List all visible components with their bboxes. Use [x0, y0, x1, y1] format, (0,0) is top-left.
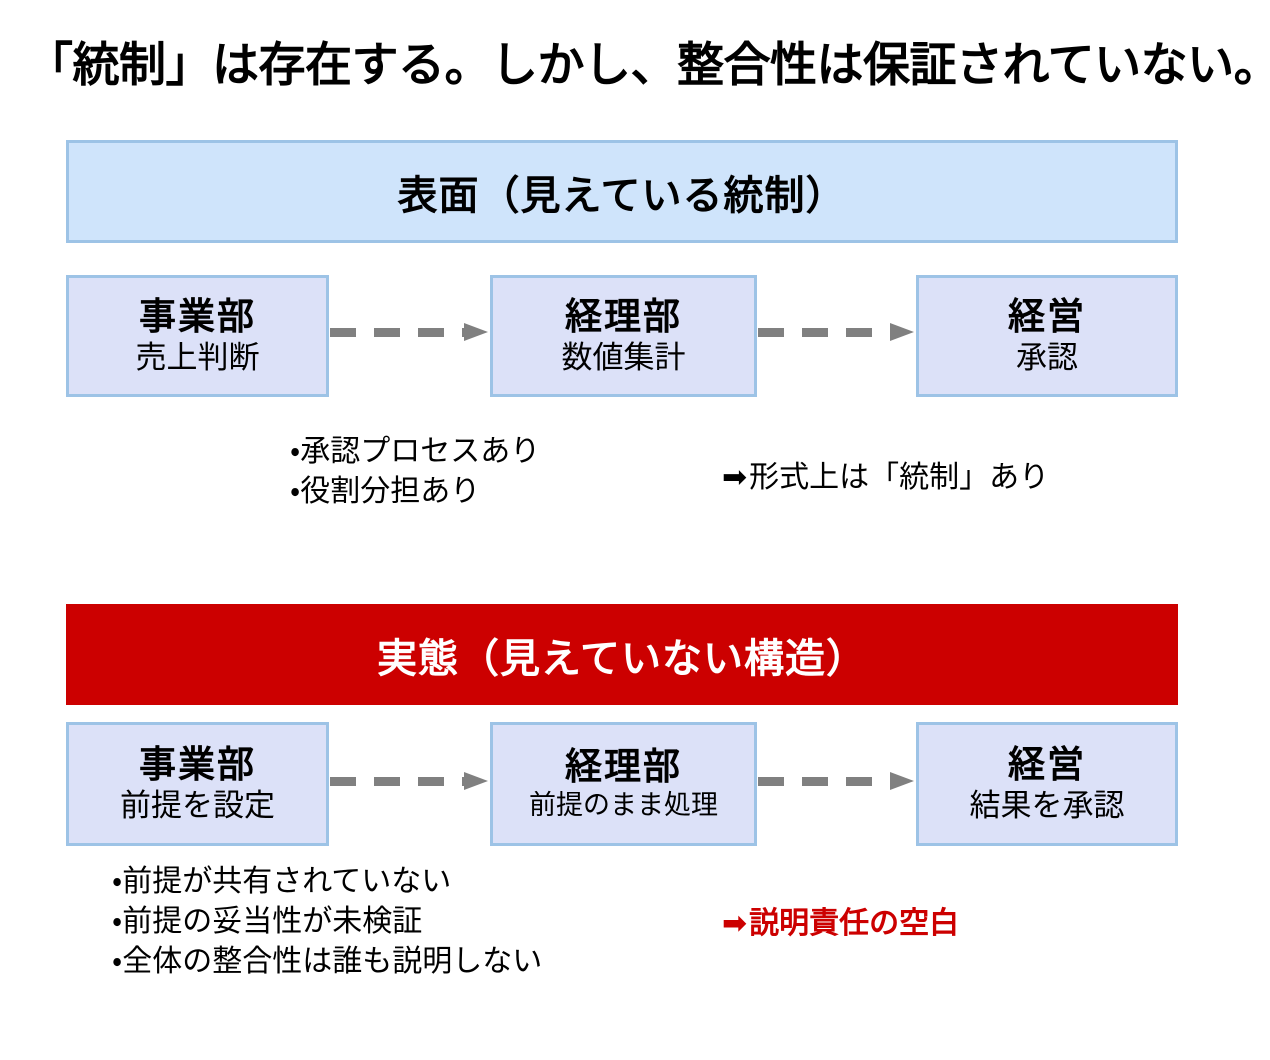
process-box-reality-division[interactable]: 事業部 前提を設定	[66, 722, 329, 846]
arrow-head	[890, 323, 914, 341]
notes-reality: ・前提が共有されていない ・前提の妥当性が未検証 ・全体の整合性は誰も説明しない	[112, 862, 542, 982]
process-box-surface-division[interactable]: 事業部 売上判断	[66, 275, 329, 397]
section-band-surface: 表面（見えている統制）	[66, 140, 1178, 243]
process-row-reality: 事業部 前提を設定 経理部 前提のまま処理 経営 結果を承認	[0, 722, 1270, 846]
arrow-head	[464, 323, 488, 341]
dashed-arrow-icon	[330, 772, 488, 790]
page-title: 「統制」は存在する。しかし、整合性は保証されていない。	[26, 38, 1270, 91]
notes-surface: ・承認プロセスあり ・役割分担あり	[290, 432, 540, 512]
note-item: ・前提の妥当性が未検証	[112, 904, 423, 938]
process-box-subtitle: 結果を承認	[969, 788, 1125, 824]
process-box-reality-management[interactable]: 経営 結果を承認	[916, 722, 1178, 846]
arrow-head	[890, 772, 914, 790]
conclusion-reality-text: 説明責任の空白	[749, 907, 960, 940]
dashed-arrow-icon	[758, 323, 914, 341]
process-box-title: 経営	[1008, 296, 1086, 338]
section-band-reality-label: 実態（見えていない構造）	[377, 636, 867, 681]
process-row-surface: 事業部 売上判断 経理部 数値集計 経営 承認	[0, 275, 1270, 397]
process-box-subtitle: 承認	[1016, 340, 1078, 376]
arrow-shaft	[330, 777, 464, 786]
arrow-shaft	[758, 328, 890, 337]
process-box-title: 経理部	[565, 746, 682, 788]
conclusion-surface-text: 形式上は「統制」あり	[749, 461, 1050, 494]
process-box-subtitle: 前提を設定	[120, 788, 275, 824]
section-band-reality: 実態（見えていない構造）	[66, 604, 1178, 705]
note-item: ・前提が共有されていない	[112, 865, 452, 898]
process-box-surface-management[interactable]: 経営 承認	[916, 275, 1178, 397]
process-box-subtitle: 前提のまま処理	[529, 790, 718, 821]
arrow-head	[464, 772, 488, 790]
dashed-arrow-icon	[330, 323, 488, 341]
note-item: ・全体の整合性は誰も説明しない	[112, 944, 543, 978]
arrow-shaft	[758, 777, 890, 786]
conclusion-surface: ➡形式上は「統制」あり	[722, 452, 1049, 496]
process-box-reality-accounting[interactable]: 経理部 前提のまま処理	[490, 722, 757, 846]
section-band-surface-label: 表面（見えている統制）	[397, 173, 847, 218]
conclusion-reality: ➡説明責任の空白	[722, 898, 959, 942]
process-box-subtitle: 数値集計	[561, 340, 686, 376]
process-box-title: 経営	[1008, 744, 1086, 786]
right-arrow-icon: ➡	[722, 906, 748, 941]
note-item: ・役割分担あり	[290, 474, 481, 508]
process-box-title: 事業部	[139, 744, 256, 786]
dashed-arrow-icon	[758, 772, 914, 790]
process-box-subtitle: 売上判断	[135, 340, 260, 376]
process-box-title: 事業部	[139, 296, 256, 338]
arrow-shaft	[330, 328, 464, 337]
process-box-surface-accounting[interactable]: 経理部 数値集計	[490, 275, 757, 397]
process-box-title: 経理部	[565, 296, 682, 338]
right-arrow-icon: ➡	[722, 460, 748, 495]
note-item: ・承認プロセスあり	[290, 435, 541, 468]
